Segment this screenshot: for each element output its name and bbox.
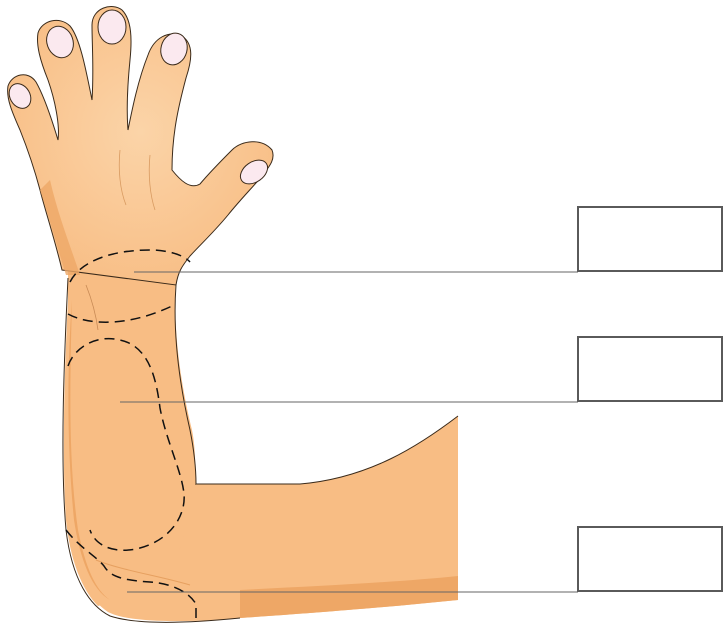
fingernail-middle bbox=[97, 9, 127, 45]
label-box-wrist[interactable] bbox=[577, 206, 723, 272]
forearm-region-outline bbox=[67, 337, 185, 551]
label-box-elbow[interactable] bbox=[577, 526, 723, 592]
fingernail-thumb bbox=[239, 159, 269, 185]
fingernail-pinky bbox=[8, 83, 32, 109]
palm-crease-2 bbox=[148, 154, 156, 211]
wrist-tendon bbox=[85, 284, 99, 331]
label-box-forearm[interactable] bbox=[577, 336, 723, 402]
upper-arm bbox=[78, 416, 458, 622]
wrist-region-outline bbox=[67, 249, 191, 323]
upper-arm-bottom-shadow bbox=[240, 576, 458, 618]
forearm-outer-edge bbox=[62, 277, 241, 623]
fingernail-ring bbox=[46, 25, 74, 59]
palm-shading bbox=[40, 180, 80, 275]
elbow-crease bbox=[95, 559, 191, 586]
forearm-inner-edge bbox=[174, 284, 197, 485]
elbow-region-outline bbox=[65, 529, 197, 622]
hand bbox=[7, 6, 274, 286]
upper-arm-top-edge bbox=[195, 415, 459, 485]
palm-crease bbox=[118, 149, 127, 206]
fingernail-index bbox=[160, 32, 188, 66]
forearm bbox=[63, 270, 197, 606]
